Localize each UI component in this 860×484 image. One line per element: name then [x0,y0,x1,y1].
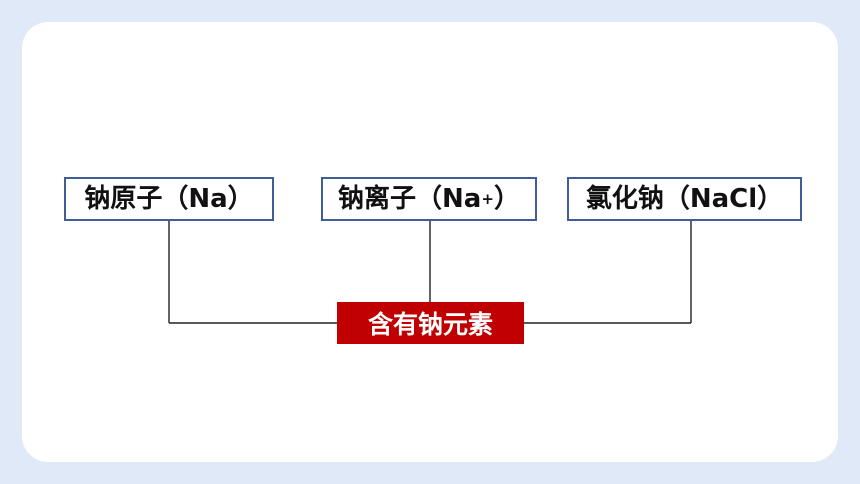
node-sodium-chloride: 氯化钠（NaCl） [567,177,802,221]
node-sodium-ion-label: 钠离子（Na [338,184,482,214]
node-sodium-atom-label: 钠原子（Na） [84,184,254,214]
node-sodium-ion-charge: + [481,189,494,208]
node-sodium-chloride-label: 氯化钠（NaCl） [585,184,784,214]
center-label-text: 含有钠元素 [367,310,493,339]
node-sodium-ion: 钠离子（Na+） [321,177,537,221]
node-sodium-atom: 钠原子（Na） [64,177,274,221]
node-sodium-ion-close: ） [493,184,520,214]
center-label-contains-sodium: 含有钠元素 [337,302,524,344]
